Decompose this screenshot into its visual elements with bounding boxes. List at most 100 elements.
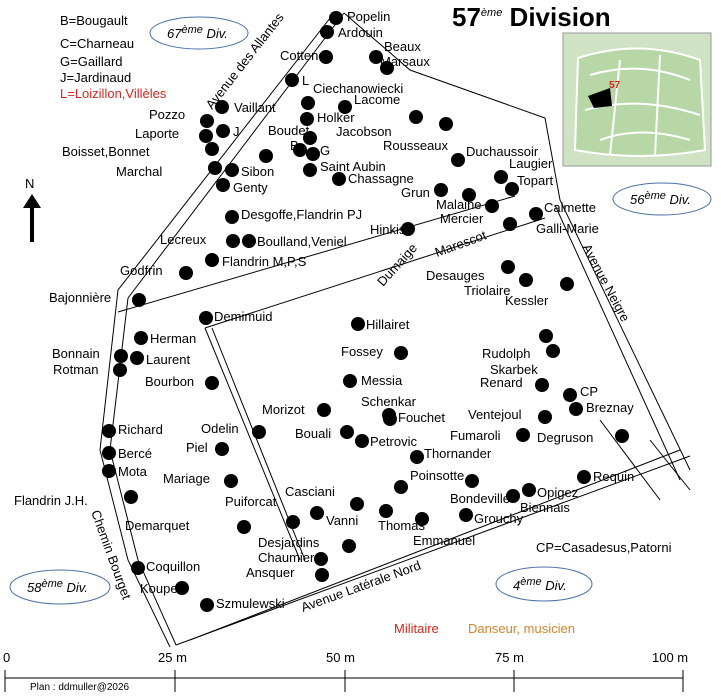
grave-label: Skarbek <box>490 362 538 377</box>
grave-marker <box>102 424 116 438</box>
grave-marker <box>102 464 116 478</box>
grave-marker <box>529 207 543 221</box>
grave-marker <box>410 450 424 464</box>
grave-marker <box>216 124 230 138</box>
grave-label: Cottenot <box>280 48 330 63</box>
grave-label: Bondeville <box>450 491 510 506</box>
cp-note: CP=Casadesus,Patorni <box>536 540 672 555</box>
grave-marker <box>394 480 408 494</box>
division-labels: 67ème Div. 56ème Div. 58ème Div. 4ème Di… <box>9 16 712 605</box>
grave-label: Casciani <box>285 484 335 499</box>
grave-marker <box>216 178 230 192</box>
grave-label: Desauges <box>426 268 485 283</box>
grave-marker <box>199 311 213 325</box>
grave-label: Calmette <box>544 200 596 215</box>
grave-label: Bonnain <box>52 346 100 361</box>
scale-tick-label: 50 m <box>326 650 355 665</box>
grave-label: Holker <box>317 110 355 125</box>
grave-label: Poinsotte <box>410 468 464 483</box>
grave-marker <box>615 429 629 443</box>
grave-label: Marsaux <box>380 54 430 69</box>
grave-label: C <box>259 147 268 162</box>
division-57-highlight <box>588 88 612 108</box>
grave-label: Laporte <box>135 126 179 141</box>
grave-marker <box>535 378 549 392</box>
legend-line: J=Jardinaud <box>60 70 131 85</box>
grave-label: Schenkar <box>361 394 417 409</box>
road-marescot: Marescot <box>433 227 489 260</box>
grave-markers: PopelinArdouinCottenotBeauxMarsauxLCiech… <box>14 9 634 612</box>
grave-marker <box>102 446 116 460</box>
grave-label: Rudolph <box>482 346 530 361</box>
grave-label: Malaine <box>436 197 482 212</box>
grave-marker <box>208 161 222 175</box>
grave-label: Demimuid <box>214 309 273 324</box>
grave-marker <box>560 277 574 291</box>
grave-label: Piel <box>186 440 208 455</box>
grave-marker <box>131 561 145 575</box>
grave-label: Mota <box>118 464 148 479</box>
svg-text:58ème Div.: 58ème Div. <box>27 578 88 595</box>
svg-text:4ème Div.: 4ème Div. <box>513 576 567 593</box>
grave-label: Puiforcat <box>225 494 277 509</box>
svg-text:56ème Div.: 56ème Div. <box>630 190 691 207</box>
grave-marker <box>401 222 415 236</box>
grave-marker <box>315 568 329 582</box>
grave-marker <box>329 11 343 25</box>
grave-label: Lecreux <box>160 232 207 247</box>
grave-marker <box>285 73 299 87</box>
grave-label: Popelin <box>347 9 390 24</box>
grave-marker <box>459 508 473 522</box>
grave-marker <box>522 483 536 497</box>
grave-marker <box>215 100 229 114</box>
grave-label: Fumaroli <box>450 428 501 443</box>
grave-marker <box>379 504 393 518</box>
grave-marker <box>242 234 256 248</box>
grave-label: Topart <box>517 173 554 188</box>
grave-marker <box>342 539 356 553</box>
path-dumaige-south <box>204 217 546 329</box>
grave-marker <box>462 188 476 202</box>
grave-label: Ciechanowiecki <box>313 81 403 96</box>
grave-label: Ardouin <box>338 25 383 40</box>
path-east-1 <box>599 419 661 501</box>
path-east-2 <box>649 439 691 491</box>
grave-marker <box>343 374 357 388</box>
grave-label: Vaillant <box>234 100 276 115</box>
grave-marker <box>338 100 352 114</box>
division-4-label: 4ème Div. <box>495 566 593 602</box>
svg-text:57ème Division: 57ème Division <box>452 2 611 32</box>
grave-label: Desgoffe,Flandrin PJ <box>241 207 362 222</box>
grave-marker <box>124 490 138 504</box>
grave-marker <box>293 143 307 157</box>
road-avenue-des-allantes: Avenue des Allantes <box>203 10 288 112</box>
grave-label: Odelin <box>201 421 239 436</box>
svg-text:N: N <box>25 176 34 191</box>
grave-marker <box>225 163 239 177</box>
grave-marker <box>350 497 364 511</box>
grave-label: Fossey <box>341 344 383 359</box>
grave-marker <box>506 489 520 503</box>
grave-label: Opigez <box>537 485 578 500</box>
grave-marker <box>465 474 479 488</box>
category-legend: Militaire Danseur, musicien <box>394 621 575 636</box>
border-south <box>175 455 691 646</box>
grave-marker <box>577 470 591 484</box>
grave-marker <box>199 129 213 143</box>
grave-marker <box>303 131 317 145</box>
scale-tick-label: 0 <box>3 650 10 665</box>
grave-marker <box>351 317 365 331</box>
grave-label: Flandrin M,P,S <box>222 254 307 269</box>
grave-marker <box>303 163 317 177</box>
grave-marker <box>563 388 577 402</box>
grave-label: Laurent <box>146 352 190 367</box>
grave-marker <box>485 199 499 213</box>
category-dancer-musician: Danseur, musicien <box>468 621 575 636</box>
road-avenue-neigre: Avenue Neigre <box>579 241 633 324</box>
grave-label: Coquillon <box>146 559 200 574</box>
path-inner-west <box>204 327 301 561</box>
grave-marker <box>252 425 266 439</box>
grave-marker <box>355 434 369 448</box>
grave-marker <box>332 172 346 186</box>
